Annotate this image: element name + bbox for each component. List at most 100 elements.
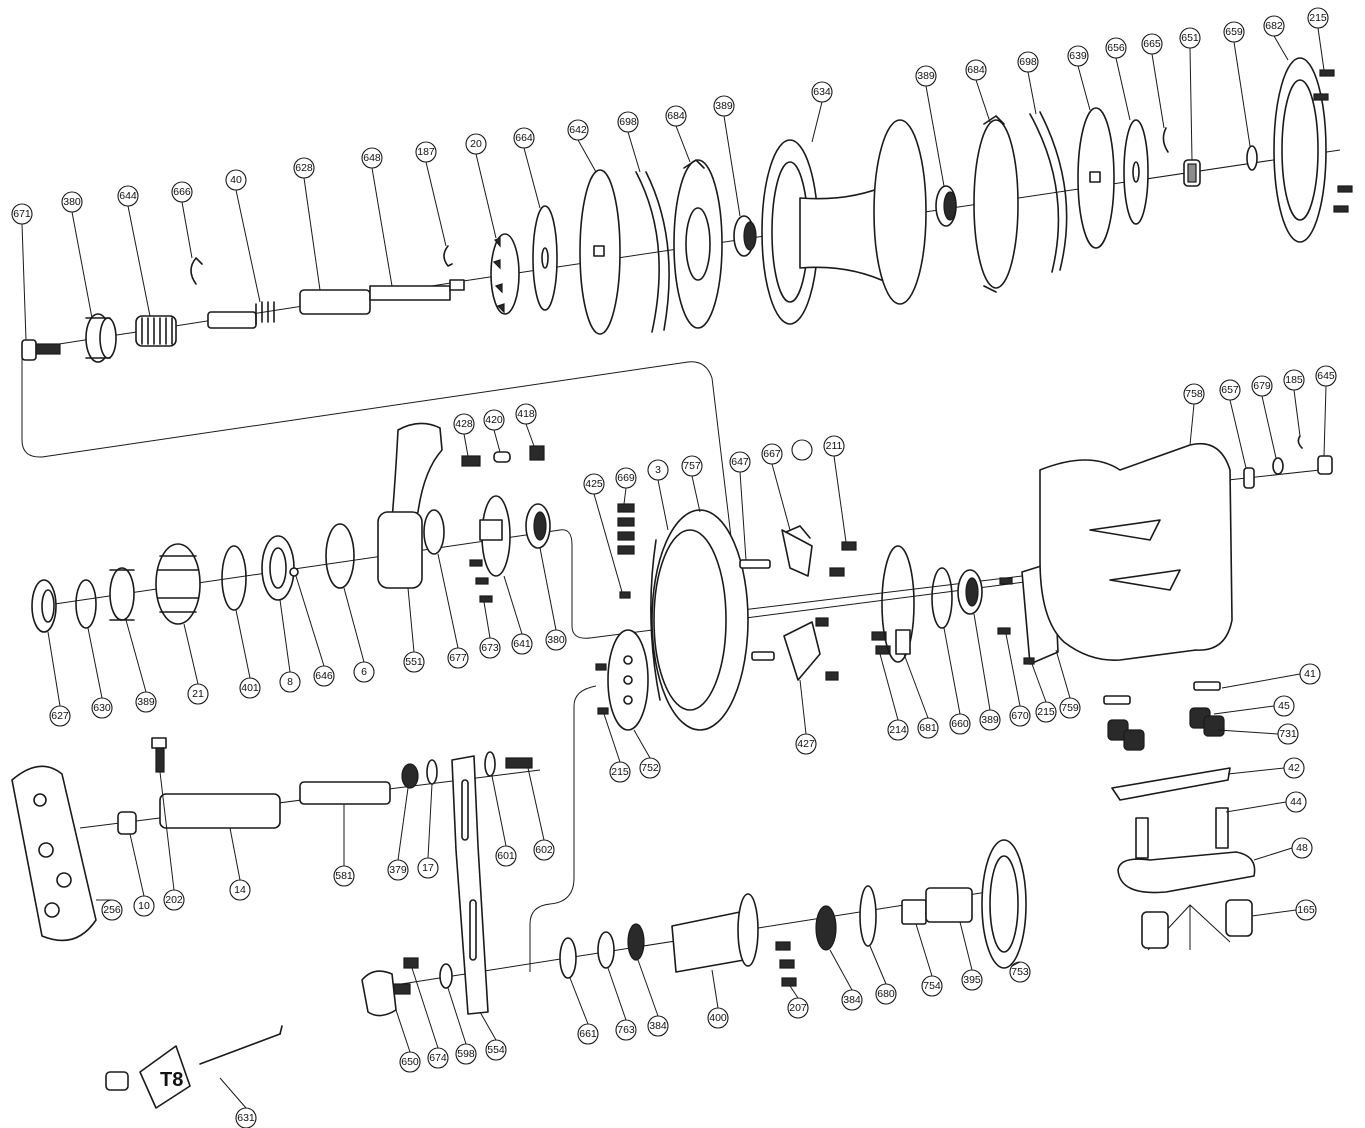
part-684-ratchet-disc-b xyxy=(973,115,1019,293)
callout-number: 664 xyxy=(515,132,533,144)
part-207-screws xyxy=(775,941,797,987)
callout-number: 418 xyxy=(517,408,535,420)
part-657-679-185-645-set xyxy=(1243,435,1333,489)
callout-389: 389 xyxy=(979,709,1001,731)
callout-758: 758 xyxy=(1183,383,1205,405)
callout-389: 389 xyxy=(135,691,157,713)
callout-number: 682 xyxy=(1265,20,1283,32)
part-670-screws xyxy=(997,577,1013,635)
callout-648: 648 xyxy=(361,147,383,169)
callout-215: 215 xyxy=(609,761,631,783)
callout-40: 40 xyxy=(225,169,247,191)
part-646-pin xyxy=(289,567,299,577)
callout-759: 759 xyxy=(1059,697,1081,719)
callout-44: 44 xyxy=(1285,791,1307,813)
part-664-washer xyxy=(532,205,558,311)
part-650-knob xyxy=(361,970,411,1017)
callout-682: 682 xyxy=(1263,15,1285,37)
callout-number: 165 xyxy=(1297,904,1315,916)
part-630-ring xyxy=(75,579,97,629)
callout-214: 214 xyxy=(887,719,909,741)
callout-number: 639 xyxy=(1069,50,1087,62)
callout-number: 666 xyxy=(173,186,191,198)
callout-number: 48 xyxy=(1296,842,1308,854)
callout-number: 680 xyxy=(877,988,895,1000)
callout-number: 757 xyxy=(683,460,701,472)
part-6-ring xyxy=(325,523,355,589)
callout-leaders xyxy=(21,27,1327,1109)
callout-number: 427 xyxy=(797,738,815,750)
callout-number: 641 xyxy=(513,638,531,650)
callout-number: 630 xyxy=(93,702,111,714)
part-601-602-washer-bolt xyxy=(484,751,533,777)
callout-17: 17 xyxy=(417,857,439,879)
callout-number: 379 xyxy=(389,864,407,876)
callout-428: 428 xyxy=(453,413,475,435)
callout-number: 45 xyxy=(1278,700,1290,712)
callout-number: 185 xyxy=(1285,374,1303,386)
callout-number: 645 xyxy=(1317,370,1335,382)
part-48-clamp-base xyxy=(1117,851,1256,894)
callout-380: 380 xyxy=(61,191,83,213)
part-8-bearing-housing xyxy=(261,535,295,601)
part-659-washer xyxy=(1246,145,1258,171)
callout-581: 581 xyxy=(333,865,355,887)
part-661-763-384-washers xyxy=(559,923,645,979)
callout-669: 669 xyxy=(615,467,637,489)
callout-number: 674 xyxy=(429,1052,447,1064)
callout-757: 757 xyxy=(681,455,703,477)
callout-418: 418 xyxy=(515,403,537,425)
part-428-420-418-set xyxy=(461,445,545,467)
callout-628: 628 xyxy=(293,157,315,179)
callout-number: 657 xyxy=(1221,384,1239,396)
callout-20: 20 xyxy=(465,133,487,155)
callout-number: 759 xyxy=(1061,702,1079,714)
callout-679: 679 xyxy=(1251,375,1273,397)
part-628-648-main-shaft xyxy=(299,279,465,315)
part-380-bearing-top xyxy=(85,313,117,363)
part-42-clamp-plate xyxy=(1111,767,1231,801)
callout-number: 420 xyxy=(485,414,503,426)
callout-10: 10 xyxy=(133,895,155,917)
callout-number: 598 xyxy=(457,1048,475,1060)
part-389-bearing-c xyxy=(109,567,135,621)
callout-380: 380 xyxy=(545,629,567,651)
part-40-spring-shaft xyxy=(207,301,275,329)
callout-763: 763 xyxy=(615,1019,637,1041)
callout-642: 642 xyxy=(567,119,589,141)
callout-number: 679 xyxy=(1253,380,1271,392)
callout-number: 384 xyxy=(843,994,861,1006)
part-214-screws xyxy=(871,631,891,655)
callout-number: 40 xyxy=(230,174,242,186)
callout-215: 215 xyxy=(1035,701,1057,723)
part-682-side-plate xyxy=(1273,57,1327,243)
part-202-screw xyxy=(151,737,167,773)
callout-551: 551 xyxy=(403,651,425,673)
callout-753: 753 xyxy=(1009,961,1031,983)
tool-marking-label: T8 xyxy=(160,1069,183,1091)
callout-677: 677 xyxy=(447,647,469,669)
callout-680: 680 xyxy=(875,983,897,1005)
callout-389: 389 xyxy=(915,65,937,87)
callout-number: 214 xyxy=(889,724,907,736)
callout-number: 670 xyxy=(1011,710,1029,722)
callout-651: 651 xyxy=(1179,27,1201,49)
part-389-bearing-b xyxy=(935,185,957,227)
callout-425: 425 xyxy=(583,473,605,495)
callout-number: 10 xyxy=(138,900,150,912)
callout-185: 185 xyxy=(1283,369,1305,391)
part-754-395-shaft xyxy=(901,887,973,925)
callout-number: 660 xyxy=(951,718,969,730)
callout-number: 648 xyxy=(363,152,381,164)
callout-634: 634 xyxy=(811,81,833,103)
callout-group: 671 380 644 666 40 628 648 187 20 664 64… xyxy=(11,7,1337,1128)
callout-671: 671 xyxy=(11,203,33,225)
part-752-plate xyxy=(607,629,649,731)
callout-number: 667 xyxy=(763,448,781,460)
part-656-washer xyxy=(1123,119,1149,225)
callout-number: 187 xyxy=(417,146,435,158)
callout-384: 384 xyxy=(647,1015,669,1037)
callout-number: 628 xyxy=(295,162,313,174)
callout-number: 758 xyxy=(1185,388,1203,400)
callout-395: 395 xyxy=(961,969,983,991)
